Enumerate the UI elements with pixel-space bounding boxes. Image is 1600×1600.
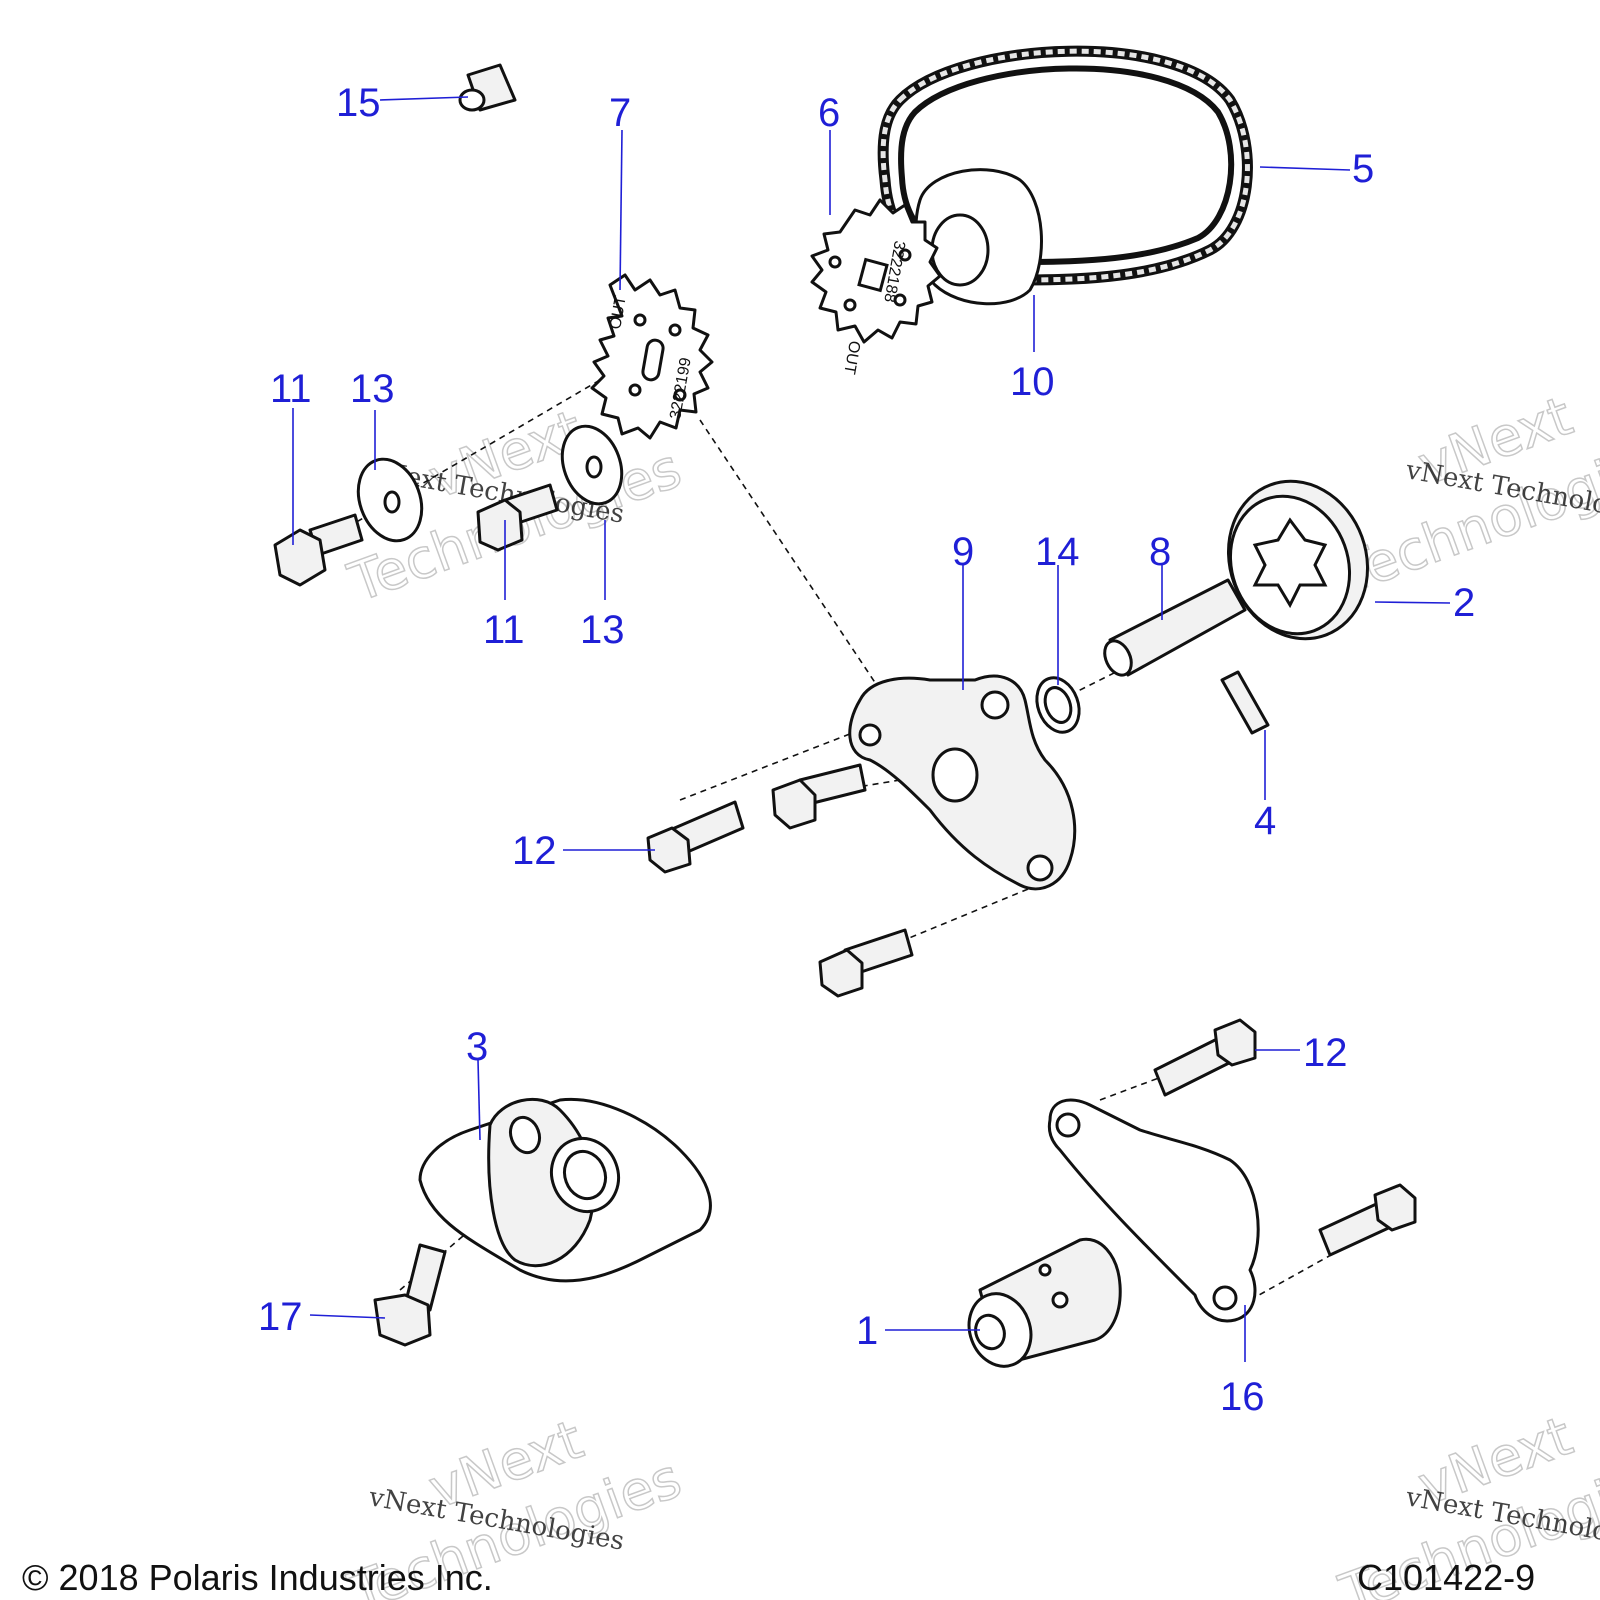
part-7-sprocket: OUT 3222199 bbox=[590, 273, 714, 440]
callout-13-top: 13 bbox=[350, 367, 395, 411]
part-17-bolt bbox=[373, 1243, 447, 1347]
callout-5: 5 bbox=[1352, 147, 1374, 191]
part-1-plunger bbox=[967, 1237, 1122, 1368]
part-6-sprocket: OUT 3222188 bbox=[810, 198, 942, 376]
callout-15: 15 bbox=[336, 81, 381, 125]
callout-17: 17 bbox=[258, 1295, 303, 1339]
callout-7: 7 bbox=[609, 91, 631, 135]
part-12-bolt-c bbox=[818, 928, 914, 998]
part-13-washer-right bbox=[560, 424, 624, 506]
part-12-bolt-e bbox=[1318, 1183, 1417, 1257]
gear-6-out-marking: OUT bbox=[840, 339, 863, 375]
drawing-id: C101422-9 bbox=[1357, 1557, 1535, 1598]
callout-14: 14 bbox=[1035, 530, 1080, 574]
gear-7-out-marking: OUT bbox=[607, 294, 630, 330]
callout-labels: 15 7 6 5 10 11 13 11 13 9 14 8 2 4 12 12… bbox=[258, 81, 1475, 1419]
part-9-pump-housing bbox=[848, 674, 1077, 891]
copyright-notice: © 2018 Polaris Industries Inc. bbox=[22, 1557, 493, 1598]
part-3-tensioner-housing bbox=[418, 1097, 712, 1283]
callout-10: 10 bbox=[1010, 360, 1055, 404]
part-14-o-ring bbox=[1035, 676, 1081, 734]
callout-12-right: 12 bbox=[1303, 1031, 1348, 1075]
part-16-tensioner-cover bbox=[1047, 1098, 1260, 1323]
callout-1: 1 bbox=[856, 1309, 878, 1353]
part-12-bolt-b bbox=[771, 763, 867, 830]
callout-11-top: 11 bbox=[270, 367, 312, 411]
part-8-shaft bbox=[1103, 578, 1247, 677]
part-11-bolt-left bbox=[273, 513, 364, 587]
part-4-pin bbox=[1220, 670, 1270, 735]
part-2-pump-rotor bbox=[1226, 479, 1370, 641]
callout-3: 3 bbox=[466, 1025, 488, 1069]
part-12-bolt-d bbox=[1153, 1018, 1257, 1097]
callout-11-bottom: 11 bbox=[483, 608, 525, 652]
callout-9: 9 bbox=[952, 530, 974, 574]
part-11-bolt-right bbox=[476, 483, 559, 552]
callout-16: 16 bbox=[1220, 1375, 1265, 1419]
part-10-chain-guide bbox=[914, 168, 1043, 306]
part-12-bolt-a bbox=[646, 800, 745, 874]
callout-4: 4 bbox=[1254, 799, 1276, 843]
callout-2: 2 bbox=[1453, 581, 1475, 625]
callout-13-bottom: 13 bbox=[580, 608, 625, 652]
callout-8: 8 bbox=[1149, 530, 1171, 574]
leader-lines bbox=[292, 96, 1451, 1362]
callout-6: 6 bbox=[818, 91, 840, 135]
part-15-sleeve bbox=[458, 63, 517, 112]
callout-12-left: 12 bbox=[512, 829, 557, 873]
part-5-chain bbox=[877, 45, 1253, 286]
